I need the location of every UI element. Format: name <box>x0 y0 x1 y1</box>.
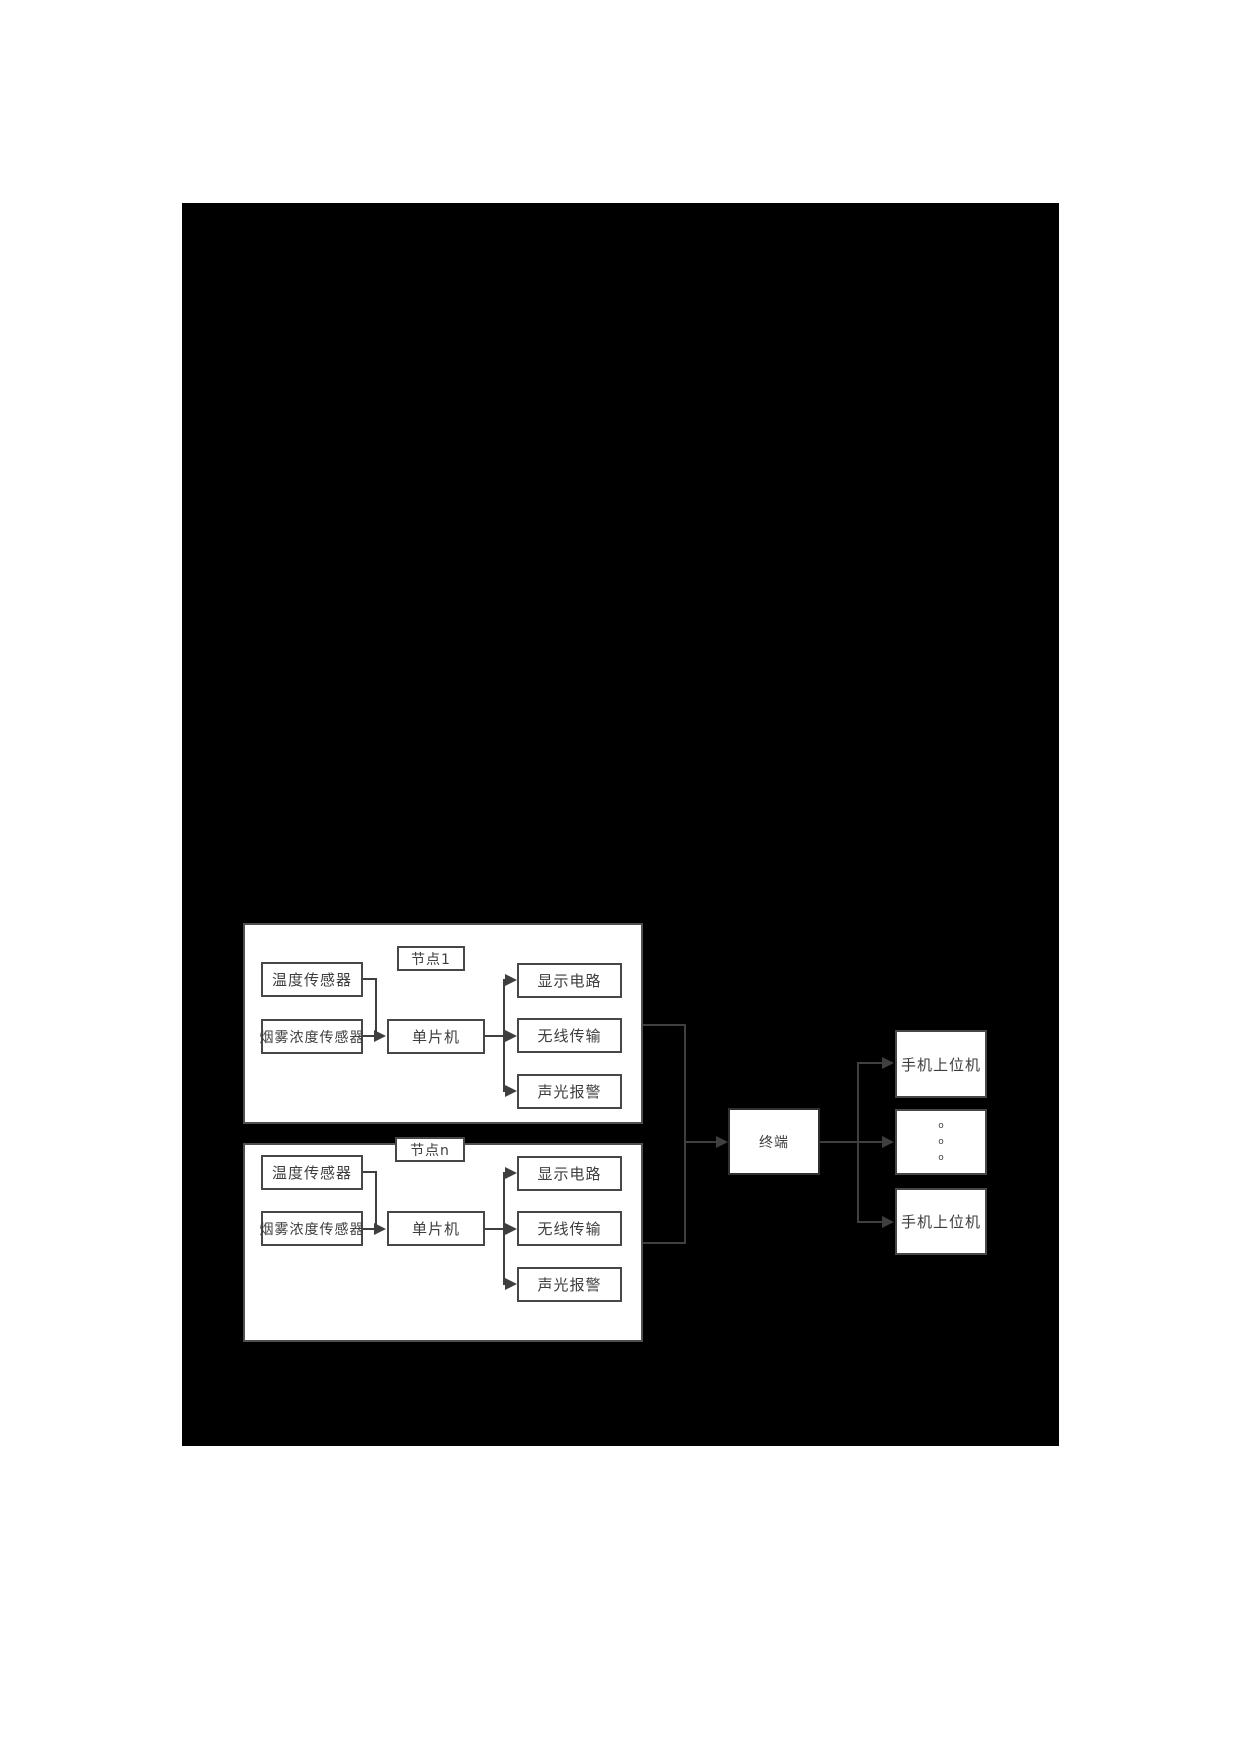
connector-terminal-out <box>820 1141 858 1143</box>
arrowhead-noden-into-display-icon <box>505 1167 517 1179</box>
connector-noden-branch-v <box>503 1172 505 1285</box>
noden-alarm-box: 声光报警 <box>517 1267 622 1302</box>
node1-mcu-box: 单片机 <box>387 1019 485 1054</box>
noden-mcu-label: 单片机 <box>411 1220 460 1238</box>
connector-noden-mcu-out <box>485 1228 504 1230</box>
node1-display-box: 显示电路 <box>517 963 622 998</box>
host-bottom-box: 手机上位机 <box>895 1188 987 1255</box>
arrowhead-node1-into-alarm-icon <box>505 1085 517 1097</box>
node1-alarm-label: 声光报警 <box>537 1083 602 1101</box>
node1-wireless-box: 无线传输 <box>517 1018 622 1053</box>
arrowhead-noden-into-mcu-icon <box>374 1223 386 1235</box>
connector-into-host-top <box>857 1062 883 1064</box>
host-top-label: 手机上位机 <box>900 1055 981 1074</box>
node1-alarm-box: 声光报警 <box>517 1074 622 1109</box>
node1-smoke-sensor-box: 烟雾浓度传感器 <box>259 1019 365 1054</box>
connector-left-bus-v <box>684 1024 686 1244</box>
noden-title-box: 节点n <box>395 1137 465 1162</box>
arrowhead-into-terminal-icon <box>716 1136 728 1148</box>
connector-noden-temp-elbow-v <box>375 1171 377 1229</box>
noden-display-box: 显示电路 <box>517 1156 622 1191</box>
noden-title: 节点n <box>410 1142 450 1159</box>
noden-alarm-label: 声光报警 <box>537 1276 602 1294</box>
node1-temp-sensor-box: 温度传感器 <box>261 962 363 997</box>
node1-title-box: 节点1 <box>397 946 465 971</box>
noden-wireless-box: 无线传输 <box>517 1211 622 1246</box>
noden-temp-sensor-label: 温度传感器 <box>271 1164 352 1182</box>
connector-node1-branch-v <box>503 979 505 1092</box>
node1-display-label: 显示电路 <box>537 972 602 990</box>
noden-display-label: 显示电路 <box>537 1165 602 1183</box>
terminal-label: 终端 <box>759 1134 789 1151</box>
connector-noden-exit <box>643 1242 686 1244</box>
arrowhead-node1-into-display-icon <box>505 974 517 986</box>
terminal-box: 终端 <box>728 1108 820 1175</box>
node1-mcu-label: 单片机 <box>411 1028 460 1046</box>
arrowhead-noden-into-alarm-icon <box>505 1278 517 1290</box>
ellipsis-dot: o <box>938 1121 944 1131</box>
noden-mcu-box: 单片机 <box>387 1211 485 1246</box>
ellipsis-dot: o <box>938 1153 944 1163</box>
connector-node1-temp-elbow-v <box>375 978 377 1036</box>
noden-wireless-label: 无线传输 <box>537 1220 602 1238</box>
host-top-box: 手机上位机 <box>895 1030 987 1098</box>
arrowhead-noden-into-wireless-icon <box>505 1223 517 1235</box>
arrowhead-node1-into-wireless-icon <box>505 1030 517 1042</box>
connector-node1-exit <box>643 1024 686 1026</box>
arrowhead-into-host-bottom-icon <box>882 1216 894 1228</box>
connector-node1-smoke-mcu <box>363 1035 375 1037</box>
node1-smoke-sensor-label: 烟雾浓度传感器 <box>259 1029 365 1046</box>
hosts-ellipsis-box: o o o <box>895 1109 987 1175</box>
node1-temp-sensor-label: 温度传感器 <box>271 971 352 989</box>
connector-into-host-bottom <box>857 1221 883 1223</box>
noden-smoke-sensor-box: 烟雾浓度传感器 <box>259 1211 365 1246</box>
noden-temp-sensor-box: 温度传感器 <box>261 1155 363 1190</box>
connector-into-terminal <box>684 1141 716 1143</box>
arrowhead-node1-into-mcu-icon <box>374 1030 386 1042</box>
node1-title: 节点1 <box>411 951 451 968</box>
arrowhead-into-host-top-icon <box>882 1057 894 1069</box>
ellipsis-dot: o <box>938 1137 944 1147</box>
connector-into-host-middle <box>857 1141 883 1143</box>
arrowhead-into-host-middle-icon <box>882 1136 894 1148</box>
noden-smoke-sensor-label: 烟雾浓度传感器 <box>259 1221 365 1238</box>
connector-node1-mcu-out <box>485 1035 504 1037</box>
host-bottom-label: 手机上位机 <box>900 1213 981 1231</box>
connector-noden-temp-elbow-h <box>363 1171 377 1173</box>
node1-wireless-label: 无线传输 <box>537 1027 602 1045</box>
connector-noden-smoke-mcu <box>363 1228 375 1230</box>
connector-node1-temp-elbow-h <box>363 978 377 980</box>
